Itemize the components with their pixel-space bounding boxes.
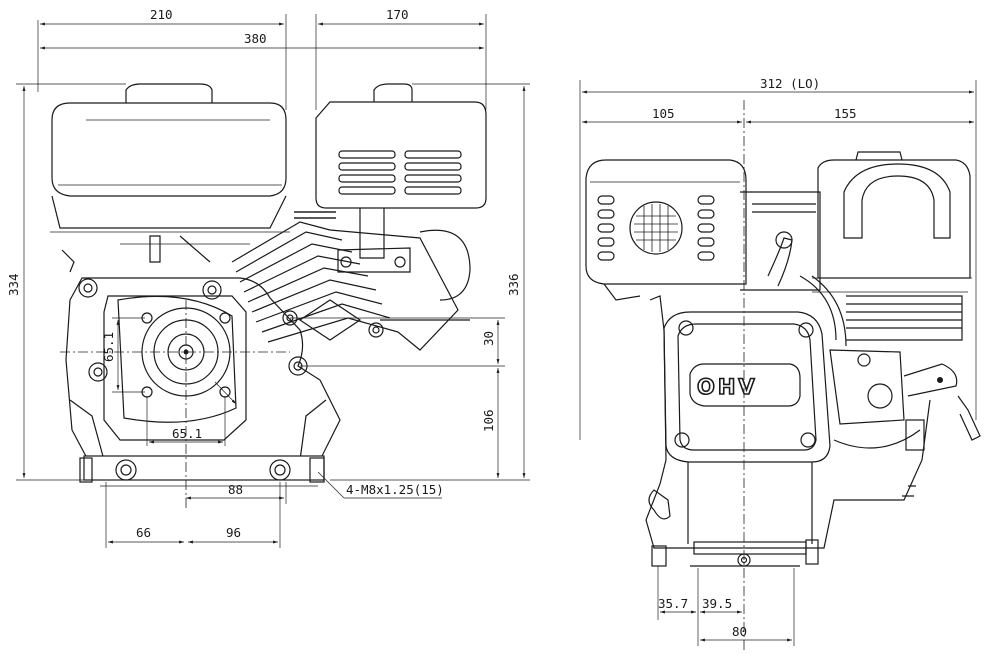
recoil-housing (585, 159, 747, 301)
air-cleaner-side (812, 151, 972, 293)
dim-label-66: 66 (136, 525, 151, 540)
ohv-badge: OHV (697, 375, 758, 399)
side-view-dimensions (579, 80, 977, 646)
dim-label-334: 334 (6, 273, 21, 296)
dim-label-88: 88 (228, 482, 243, 497)
dim-label-312: 312 (LO) (760, 76, 820, 91)
front-view-centerlines (60, 300, 290, 510)
front-view-dimensions (16, 14, 530, 548)
dim-label-155: 155 (834, 106, 857, 121)
dim-label-170: 170 (386, 7, 409, 22)
dim-label-65-1-horizontal: 65.1 (172, 426, 202, 441)
dim-label-105: 105 (652, 106, 675, 121)
dim-label-336: 336 (506, 273, 521, 296)
mount-hole-callout: 4-M8x1.25(15) (346, 482, 444, 497)
crankcase-side (645, 295, 931, 567)
dim-label-80: 80 (732, 624, 747, 639)
air-cleaner (294, 83, 487, 301)
front-view: 210 170 380 334 336 65.1 65.1 30 106 88 … (6, 7, 530, 548)
fuel-tank (51, 83, 287, 229)
dim-label-210: 210 (150, 7, 173, 22)
side-view: OHV (579, 76, 981, 650)
dim-label-30: 30 (481, 331, 496, 346)
recoil-grille (634, 204, 678, 252)
carburetor (829, 349, 981, 451)
cylinder-side (740, 191, 963, 347)
dim-label-35-7: 35.7 (658, 596, 688, 611)
dim-label-380: 380 (244, 31, 267, 46)
dim-label-96: 96 (226, 525, 241, 540)
cylinder-fins (231, 221, 470, 351)
dim-label-39-5: 39.5 (702, 596, 732, 611)
dim-label-65-1-vertical: 65.1 (101, 332, 116, 362)
dim-label-106: 106 (481, 409, 496, 432)
valve-cover: OHV (663, 311, 831, 463)
